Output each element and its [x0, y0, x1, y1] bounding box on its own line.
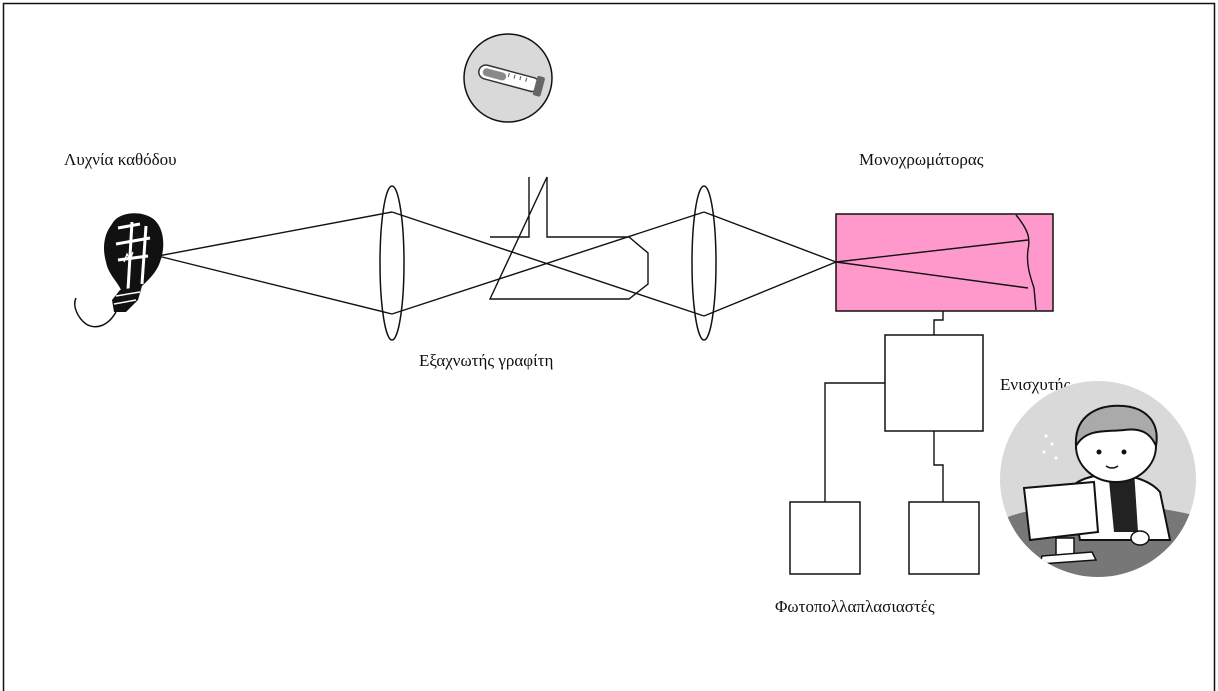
lens-1: [379, 185, 405, 341]
cathode-lamp-label: Λυχνία καθόδου: [64, 150, 177, 169]
monochromator-box: [835, 213, 1054, 312]
photomultipliers-label: Φωτοπολλαπλασιαστές: [775, 597, 935, 616]
amplifier-box: [884, 334, 984, 432]
optical-path: [157, 211, 837, 317]
person-at-computer-icon: [1000, 381, 1196, 577]
graphite-furnace: [488, 176, 649, 300]
photomultiplier-box-1: [789, 501, 861, 575]
lens-2: [691, 185, 717, 341]
signal-connections: [824, 311, 944, 502]
photomultiplier-box-2: [908, 501, 980, 575]
light-bulb-icon: [74, 213, 164, 328]
amplifier-label: Ενισχυτής: [1000, 375, 1070, 394]
graphite-atomizer-label: Εξαχνωτής γραφίτη: [419, 351, 553, 370]
test-tube-icon: [463, 33, 553, 123]
monochromator-label: Μονοχρωμάτορας: [859, 150, 984, 169]
